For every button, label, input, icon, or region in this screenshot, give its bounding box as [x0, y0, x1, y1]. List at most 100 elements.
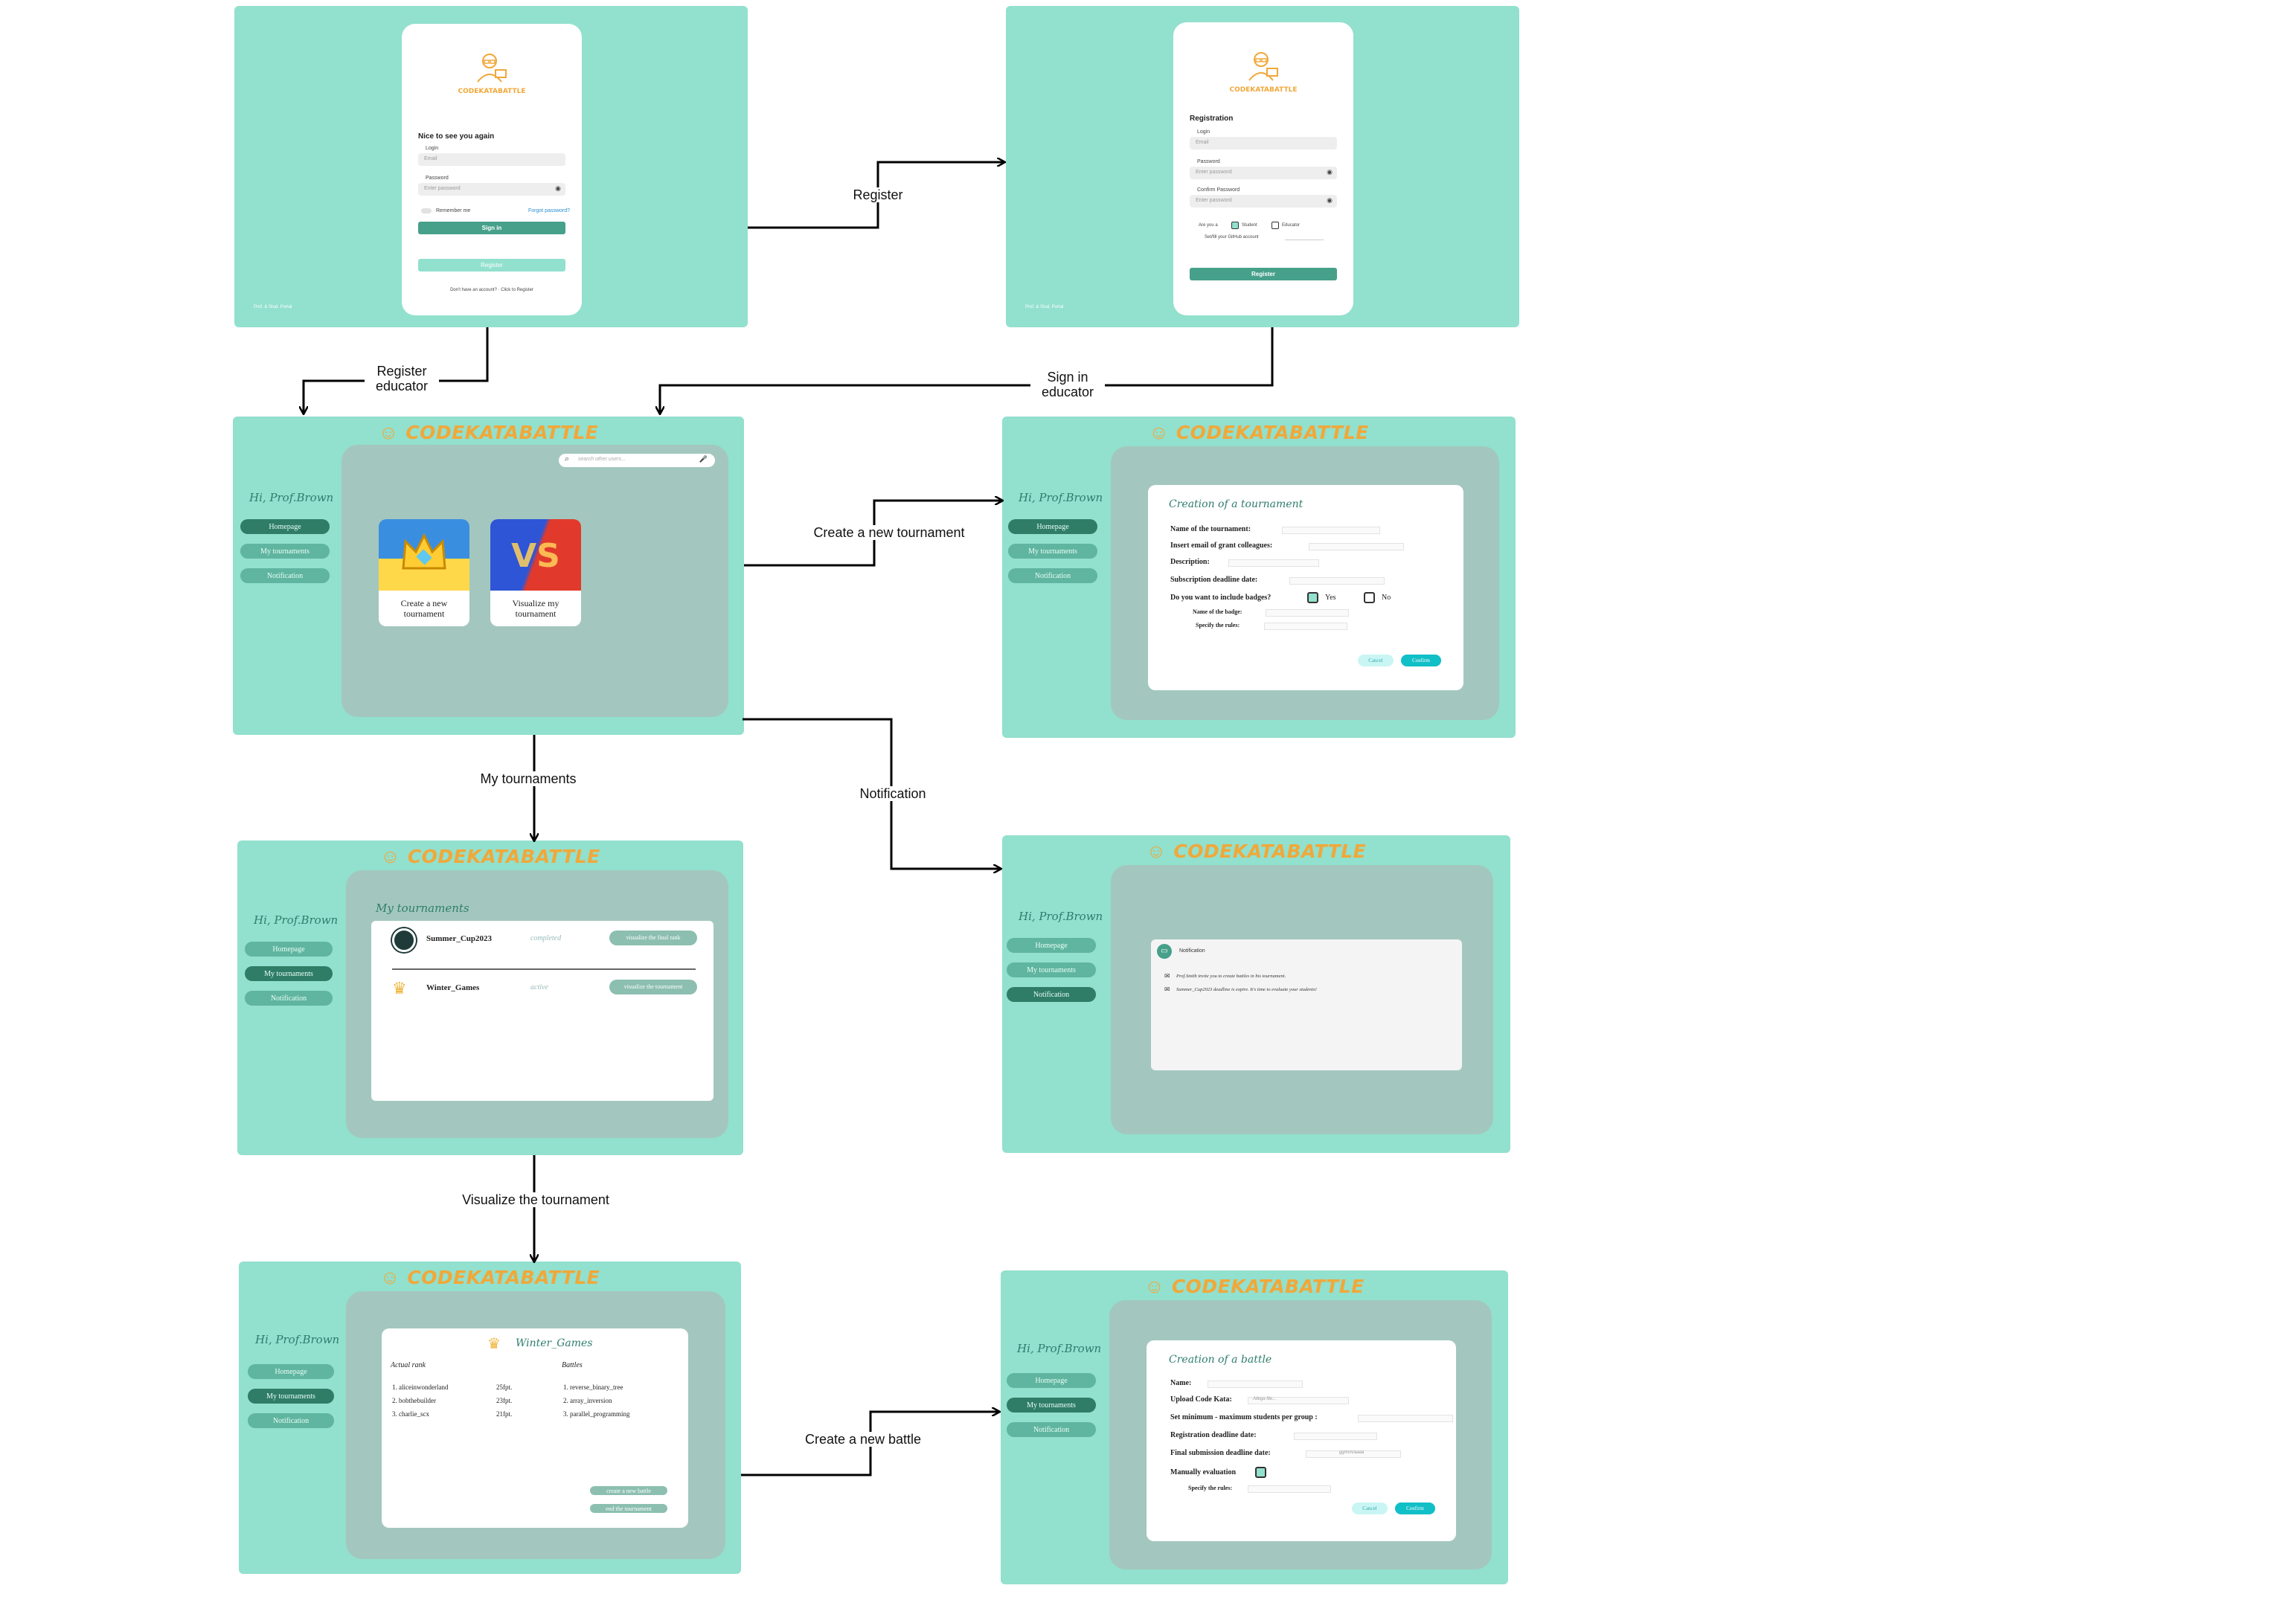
colleagues-input[interactable]: [1309, 543, 1404, 550]
create-battle-panel: Creation of a battle Name: Upload Code K…: [1109, 1300, 1492, 1569]
battle-cancel-button[interactable]: Cancel: [1352, 1503, 1388, 1514]
notification-brand: CODEKATABATTLE: [1173, 840, 1367, 862]
tournament-cancel-button[interactable]: Cancel: [1358, 655, 1394, 666]
battle-item[interactable]: 1. reverse_binary_tree: [563, 1383, 623, 1391]
educator-checkbox[interactable]: [1272, 222, 1279, 229]
my-tournaments-greeting: Hi, Prof.Brown: [254, 913, 339, 927]
create-battle-button[interactable]: create a new battle: [590, 1486, 667, 1495]
final-deadline-label: Final submission deadline date:: [1170, 1449, 1271, 1457]
upload-input[interactable]: Allega file...: [1248, 1397, 1349, 1404]
sidebar-item-notification[interactable]: Notification: [1007, 1422, 1096, 1437]
screen-registration: CODEKATABATTLE Registration Login Email …: [1006, 6, 1519, 327]
create-tournament-panel: Creation of a tournament Name of the tou…: [1111, 446, 1499, 720]
create-battle-logo-bar: ☺ CODEKATABATTLE: [1001, 1273, 1508, 1299]
eye-icon[interactable]: ◉: [1327, 168, 1333, 176]
logo-avatar-icon: [477, 54, 507, 83]
edge-label-create-battle: Create a new battle: [800, 1432, 926, 1447]
group-size-input[interactable]: [1358, 1415, 1453, 1422]
microphone-icon[interactable]: 🎤: [699, 455, 708, 463]
end-tournament-button[interactable]: end the tournament: [590, 1504, 667, 1513]
tournament-view-greeting: Hi, Prof.Brown: [255, 1333, 340, 1346]
sidebar-item-notification[interactable]: Notification: [245, 991, 333, 1006]
sidebar-item-my-tournaments[interactable]: My tournaments: [248, 1389, 334, 1404]
reg-email-field[interactable]: Email: [1190, 137, 1337, 150]
reg-deadline-label: Registration deadline date:: [1170, 1431, 1257, 1439]
badges-no-checkbox[interactable]: [1364, 592, 1375, 603]
sidebar-item-notification[interactable]: Notification: [240, 568, 330, 583]
tournament-confirm-button[interactable]: Confirm: [1401, 655, 1441, 666]
github-field[interactable]: [1285, 235, 1324, 240]
battle-name-label: Name:: [1170, 1379, 1192, 1387]
search-bar[interactable]: ⌕ search other users... 🎤: [559, 454, 715, 467]
sidebar-item-homepage[interactable]: Homepage: [248, 1364, 334, 1379]
login-email-field[interactable]: Email: [418, 153, 565, 166]
battles-heading: Battles: [562, 1361, 583, 1369]
battle-rules-input[interactable]: [1248, 1485, 1331, 1493]
sidebar-item-my-tournaments[interactable]: My tournaments: [240, 544, 330, 559]
medal-icon: [392, 928, 416, 952]
manual-eval-checkbox[interactable]: [1255, 1467, 1266, 1478]
mail-icon: ✉: [1164, 986, 1170, 993]
reg-confirm-field[interactable]: Enter password ◉: [1190, 195, 1337, 208]
notification-item[interactable]: Prof.Smith invite you to create battles …: [1176, 974, 1286, 979]
my-tournaments-brand: CODEKATABATTLE: [407, 845, 600, 867]
sidebar-item-my-tournaments[interactable]: My tournaments: [1007, 1398, 1096, 1413]
description-label: Description:: [1170, 558, 1210, 566]
badge-rules-input[interactable]: [1264, 623, 1347, 630]
visualize-final-rank-button[interactable]: visualize the final rank: [609, 931, 697, 945]
brand-logo-icon: ☺: [379, 1265, 400, 1288]
register-button[interactable]: Register: [418, 259, 565, 271]
sidebar-item-my-tournaments[interactable]: My tournaments: [1008, 544, 1097, 559]
edge-label-create-tournament: Create a new tournament: [804, 525, 975, 540]
sidebar-item-homepage[interactable]: Homepage: [245, 942, 333, 957]
sidebar-item-notification[interactable]: Notification: [1007, 987, 1096, 1002]
reg-deadline-input[interactable]: [1294, 1433, 1377, 1440]
my-tournaments-logo-bar: ☺ CODEKATABATTLE: [237, 843, 743, 869]
eye-icon[interactable]: ◉: [555, 184, 561, 192]
remember-toggle[interactable]: [421, 208, 432, 213]
manual-eval-label: Manually evaluation: [1170, 1468, 1237, 1476]
login-brand: CODEKATABATTLE: [458, 88, 526, 95]
badges-yes-checkbox[interactable]: [1307, 592, 1318, 603]
list-item: ♛ Winter_Games active visualize the tour…: [371, 979, 714, 1001]
tournament-name: Winter_Games: [426, 983, 480, 992]
sidebar-item-homepage[interactable]: Homepage: [1007, 1373, 1096, 1388]
screen-my-tournaments: ☺ CODEKATABATTLE Hi, Prof.Brown Homepage…: [237, 841, 743, 1155]
reg-register-button[interactable]: Register: [1190, 268, 1337, 280]
create-tournament-card[interactable]: Create a new tournament: [379, 519, 469, 626]
battle-item[interactable]: 2. array_inversion: [563, 1397, 612, 1404]
description-input[interactable]: [1228, 559, 1319, 567]
reg-password-field[interactable]: Enter password ◉: [1190, 167, 1337, 179]
edge-label-sign-in-educator-text: Sign in educator: [1041, 370, 1094, 399]
sidebar-item-homepage[interactable]: Homepage: [1007, 938, 1096, 953]
sidebar-item-notification[interactable]: Notification: [248, 1413, 334, 1428]
battle-confirm-button[interactable]: Confirm: [1395, 1503, 1435, 1514]
sign-in-button[interactable]: Sign in: [418, 222, 565, 234]
sidebar-item-homepage[interactable]: Homepage: [240, 519, 330, 534]
screen-tournament-view: ☺ CODEKATABATTLE Hi, Prof.Brown Homepage…: [239, 1262, 741, 1574]
logo-avatar-icon: [1248, 52, 1278, 81]
registration-corner-text: Prof. & Stud. Portal: [1025, 305, 1064, 309]
battle-name-input[interactable]: [1208, 1381, 1303, 1388]
brand-logo-icon: ☺: [380, 844, 400, 867]
notification-item[interactable]: Summer_Cup2023 deadline is expire. It's …: [1176, 987, 1317, 992]
tournament-name-input[interactable]: [1282, 527, 1380, 534]
final-deadline-input[interactable]: gg/mm/aaaa: [1306, 1450, 1401, 1458]
brand-logo-icon: ☺: [1146, 839, 1167, 862]
eye-icon[interactable]: ◉: [1327, 196, 1333, 204]
visualize-tournament-card[interactable]: VS Visualize my tournament: [490, 519, 581, 626]
visualize-tournament-button[interactable]: visualize the tournament: [609, 980, 697, 994]
forgot-link[interactable]: Forgot password?: [528, 208, 571, 213]
battle-item[interactable]: 3. parallel_programming: [563, 1410, 630, 1418]
sidebar-item-homepage[interactable]: Homepage: [1008, 519, 1097, 534]
sidebar-item-notification[interactable]: Notification: [1008, 568, 1097, 583]
deadline-input[interactable]: [1289, 577, 1385, 585]
login-footer[interactable]: Don't have an account? · Click to Regist…: [450, 288, 533, 292]
login-password-field[interactable]: Enter password ◉: [418, 183, 565, 196]
sidebar-item-my-tournaments[interactable]: My tournaments: [245, 966, 333, 981]
sidebar-item-my-tournaments[interactable]: My tournaments: [1007, 962, 1096, 977]
student-checkbox[interactable]: [1231, 222, 1239, 229]
edge-label-visualize-tournament: Visualize the tournament: [458, 1192, 614, 1207]
crown-icon: [379, 519, 469, 591]
badge-name-input[interactable]: [1266, 609, 1349, 617]
